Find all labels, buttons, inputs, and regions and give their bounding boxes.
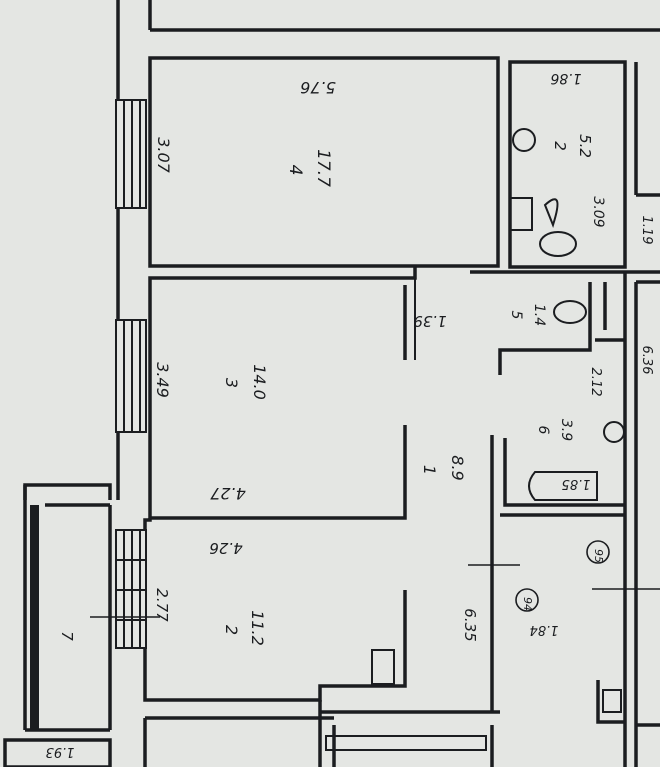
small-fixture-icon [602, 689, 622, 713]
room-4-height: 3.07 [154, 137, 173, 173]
bottom-dimension: 1.93 [46, 744, 75, 759]
room-1-labels: 1 8.9 6.35 1.39 [413, 312, 479, 642]
bath-number: 6 [535, 426, 551, 435]
bath-width: 1.85 [562, 476, 591, 491]
wc-number: 5 [508, 311, 524, 320]
bathroom-2-labels: 2 5.2 1.86 3.09 [550, 70, 606, 228]
room-1-width: 1.39 [413, 312, 446, 330]
bathroom-width: 1.86 [550, 70, 581, 86]
bathroom-number: 2 [551, 141, 569, 151]
bath-6-labels: 6 3.9 2.12 1.85 [535, 368, 603, 491]
room-3-number: 3 [222, 378, 241, 388]
room-2-height: 2.77 [153, 588, 171, 622]
wc-area: 1.4 [531, 304, 547, 326]
room-3-height: 3.49 [153, 362, 172, 398]
kitchen-unit-icon [325, 735, 487, 751]
toilet-bowl-icon [539, 231, 577, 257]
toilet-icon [543, 198, 559, 228]
marker-94-circle [515, 588, 539, 612]
bath-sink-icon [603, 421, 625, 443]
extra-labels: 7 1.19 6.36 1.93 1.84 94 95 [46, 216, 654, 759]
markers [90, 540, 660, 618]
walls [3, 0, 660, 767]
room-1-number: 1 [420, 465, 439, 475]
room-4-number: 4 [285, 165, 305, 176]
windows [115, 99, 147, 649]
washbasin-icon [509, 197, 533, 231]
marker-95: 95 [592, 549, 605, 563]
bathtub-icon [528, 471, 598, 501]
room-2-area: 11.2 [248, 610, 267, 646]
room-3-labels: 3 14.0 3.49 4.27 [153, 362, 269, 503]
bathroom-height: 3.09 [590, 196, 606, 227]
marker-95-circle [586, 540, 610, 564]
room-1-area: 8.9 [448, 455, 467, 480]
room-2-width: 4.26 [209, 539, 242, 557]
room-2-number: 2 [222, 625, 241, 635]
room-4-width: 5.76 [300, 78, 336, 97]
balcony-railing [30, 505, 39, 730]
sink-icon [512, 128, 536, 152]
wc-5-labels: 5 1.4 [508, 304, 547, 326]
radiator-icon [371, 649, 395, 685]
balcony-number: 7 [58, 631, 76, 641]
bath-height: 2.12 [588, 368, 603, 397]
marker-94: 94 [521, 597, 534, 611]
room-3-area: 14.0 [250, 364, 269, 400]
corridor-dimension: 1.84 [530, 622, 559, 637]
room-3-width: 4.27 [209, 484, 245, 503]
room-2-labels: 2 11.2 4.26 2.77 [153, 539, 267, 646]
room-4-area: 17.7 [313, 149, 333, 187]
room-4-labels: 4 17.7 5.76 3.07 [154, 78, 336, 187]
wc-toilet-icon [553, 300, 587, 324]
bath-area: 3.9 [558, 419, 574, 441]
right-dimension: 6.36 [639, 346, 654, 375]
room-1-length: 6.35 [461, 608, 479, 641]
side-dimension: 1.19 [639, 216, 654, 245]
bathroom-area: 5.2 [576, 134, 594, 158]
fixtures [325, 128, 625, 751]
